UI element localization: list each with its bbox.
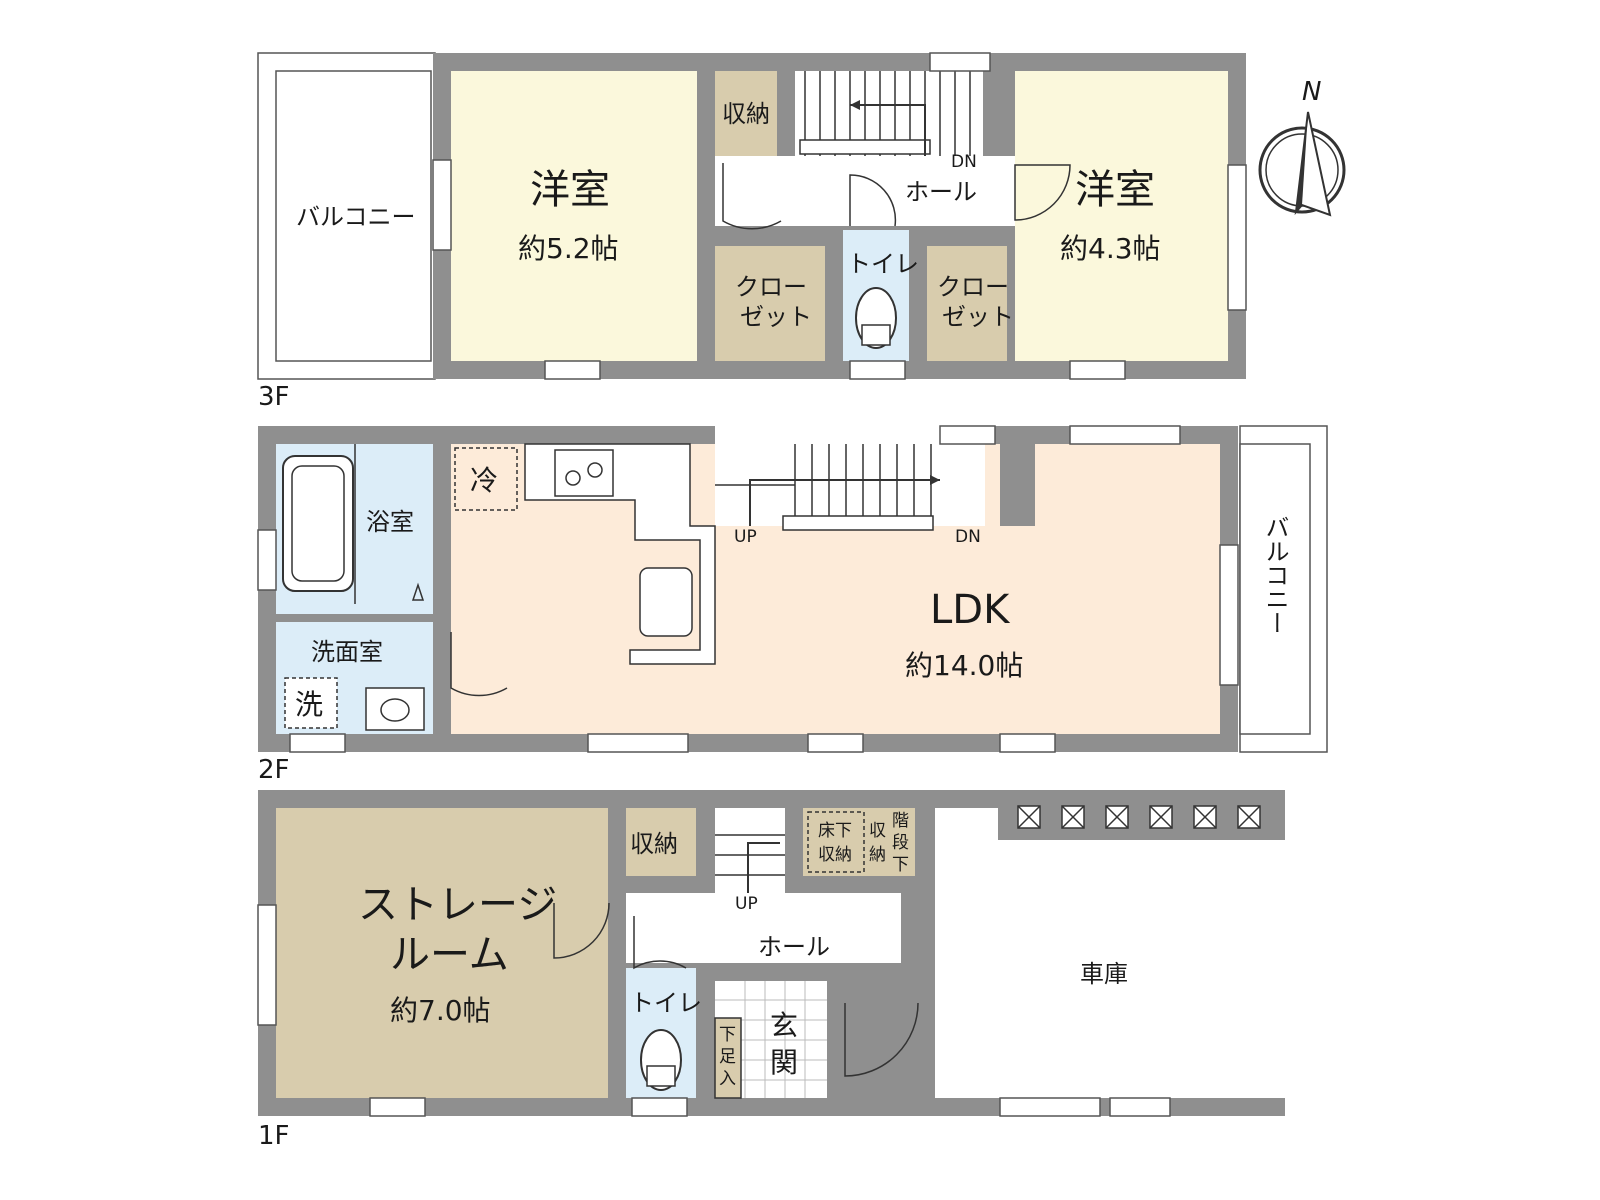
balcony-2f-label: バルコニー (1261, 515, 1289, 635)
floor-label-2f: 2F (258, 755, 290, 785)
entrance-1f-line1: 玄 (770, 1009, 798, 1042)
compass-north-label: N (1302, 77, 1321, 107)
toilet-3f-label: トイレ (847, 250, 919, 278)
room-west-3f-size: 約5.2帖 (518, 232, 619, 265)
garage-1f-label: 車庫 (1080, 960, 1128, 988)
floor-3f: バルコニー 洋室 約5.2帖 収納 DN ホール 洋室 約4.3帖 クロー ゼッ… (257, 52, 1247, 412)
under-stairs-storage-1: 収 (869, 821, 886, 841)
stairs-dn-2f: DN (955, 527, 981, 547)
room-east-3f (1015, 71, 1228, 361)
storage-3f-label: 収納 (722, 100, 770, 128)
storage-1f (626, 808, 696, 876)
hall-1f-label: ホール (758, 933, 830, 961)
room-west-3f (451, 71, 697, 361)
stairs-dn-3f: DN (951, 152, 977, 172)
entrance-1f-line2: 関 (770, 1046, 798, 1079)
washroom-2f-label: 洗面室 (311, 638, 383, 666)
washer-2f-label: 洗 (295, 688, 323, 721)
floor-1f: ストレージ ルーム 約7.0帖 収納 床下 収納 収 納 階 段 下 UP ホー… (257, 790, 1285, 1151)
compass: N (1258, 77, 1346, 217)
under-stairs-1: 階 (892, 811, 909, 831)
room-east-3f-name: 洋室 (1075, 167, 1155, 213)
underfloor-line2: 収納 (818, 845, 852, 865)
hall-3f (715, 156, 1015, 226)
closet-a-3f-line2: ゼット (740, 303, 812, 331)
under-stairs-storage-2: 納 (869, 845, 886, 865)
storage-room-1f-line2: ルーム (390, 932, 509, 978)
shoe-box-1: 下 (719, 1025, 736, 1045)
closet-a-3f (715, 246, 825, 361)
balcony-3f-label: バルコニー (296, 203, 416, 231)
shoe-box-3: 入 (719, 1069, 736, 1089)
closet-b-3f-line1: クロー (937, 273, 1009, 301)
closet-a-3f-line1: クロー (735, 273, 807, 301)
storage-room-1f-size: 約7.0帖 (390, 994, 491, 1027)
stairs-up-2f: UP (734, 527, 757, 547)
room-east-3f-size: 約4.3帖 (1060, 232, 1161, 265)
floor-label-3f: 3F (258, 382, 290, 412)
garage-1f (935, 808, 1285, 1098)
room-west-3f-name: 洋室 (530, 167, 610, 213)
closet-b-3f-line2: ゼット (942, 303, 1014, 331)
under-stairs-2: 段 (892, 833, 909, 853)
storage-room-1f (276, 808, 608, 1098)
hall-1f (626, 893, 901, 963)
hall-3f-label: ホール (905, 178, 977, 206)
under-stairs-3: 下 (892, 855, 909, 875)
floor-2f: 浴室 冷 洗面室 洗 LDK 約14.0帖 UP DN バルコニー 2F (257, 425, 1328, 785)
ldk-2f-name: LDK (930, 587, 1011, 633)
floor-label-1f: 1F (258, 1121, 290, 1151)
stairs-up-1f: UP (735, 894, 758, 914)
under-stairs-storage-1f (803, 808, 915, 876)
closet-b-3f (927, 246, 1007, 361)
toilet-1f-label: トイレ (630, 989, 702, 1017)
ldk-2f-size: 約14.0帖 (905, 649, 1023, 682)
garage-vents (1017, 805, 1261, 829)
storage-room-1f-line1: ストレージ (358, 882, 557, 928)
storage-3f (715, 71, 777, 156)
underfloor-line1: 床下 (818, 821, 852, 841)
storage-1f-label: 収納 (630, 830, 678, 858)
bath-2f-label: 浴室 (366, 508, 414, 536)
stairs-1f (715, 808, 785, 893)
shoe-box-2: 足 (719, 1047, 736, 1067)
fridge-2f-label: 冷 (470, 464, 498, 497)
